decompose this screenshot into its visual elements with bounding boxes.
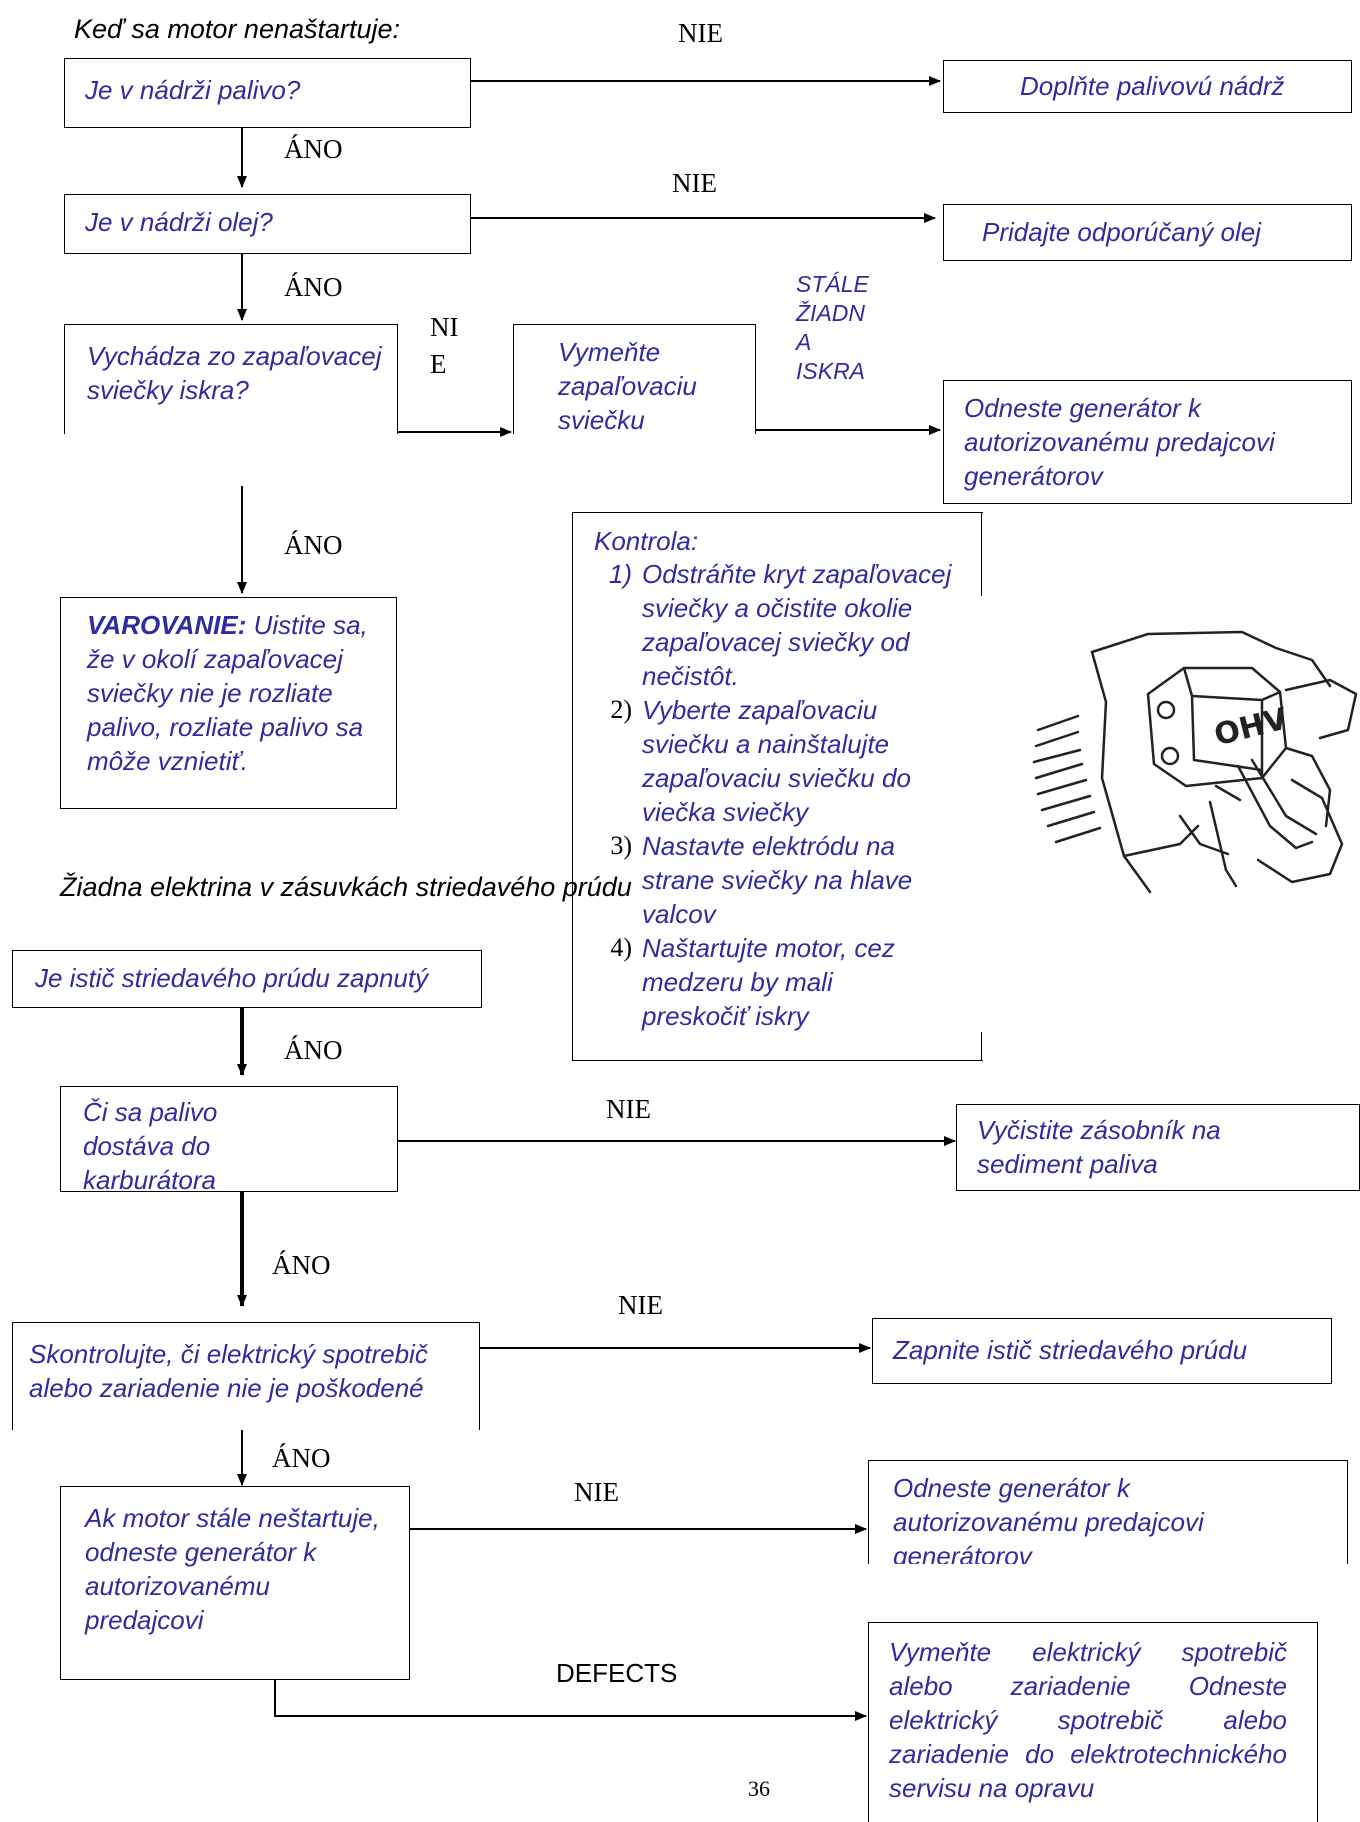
action-defects-box: Vymeňte elektrický spotrebič alebo zaria… [868, 1622, 1318, 1822]
label-e: E [430, 349, 447, 379]
label-nie: NIE [672, 168, 717, 198]
kontrola-box [572, 512, 983, 1061]
label-ano: ÁNO [284, 1035, 343, 1065]
label-ano: ÁNO [284, 134, 343, 164]
label-ano: ÁNO [272, 1443, 331, 1473]
page-number: 36 [748, 1776, 770, 1801]
engine-spark-plug-illustration: OHV [1032, 630, 1358, 894]
still-no-spark-label: STÁLE ŽIADN A ISKRA [796, 271, 869, 384]
question-spark-box: Vychádza zo zapaľovacej sviečky iskra? [64, 324, 398, 434]
label-ni: NI [430, 312, 459, 342]
label-nie: NIE [574, 1477, 619, 1507]
action-oil-box: Pridajte odporúčaný olej [943, 204, 1352, 261]
warning-text: Uistite sa, že v okolí zapaľovacej svieč… [87, 610, 368, 776]
kontrola-box-right-bottom [981, 1032, 982, 1060]
kontrola-item: 4) Naštartujte motor, cez medzeru by mal… [610, 933, 895, 1031]
kontrola-item: 2) Vyberte zapaľovaciu sviečku a nainšta… [610, 695, 911, 827]
question-appliance-box: Skontrolujte, či elektrický spotrebič al… [12, 1322, 480, 1430]
action-dealer-box: Odneste generátor k autorizovanému preda… [943, 380, 1352, 504]
action-fuel-box: Doplňte palivovú nádrž [943, 60, 1352, 113]
label-nie: NIE [606, 1094, 651, 1124]
label-ano: ÁNO [284, 272, 343, 302]
kontrola-box-right-top [981, 512, 982, 596]
label-ano: ÁNO [284, 530, 343, 560]
action-sediment-box: Vyčistite zásobník na sediment paliva [956, 1104, 1360, 1191]
kontrola-item: 3) Nastavte elektródu na strane sviečky … [610, 831, 913, 929]
engine-ohv-label: OHV [1211, 701, 1292, 753]
section-title-no-power: Žiadna elektrina v zásuvkách striedavého… [60, 872, 632, 902]
kontrola-item: 1) Odstráňte kryt zapaľovacej sviečky a … [608, 559, 952, 691]
label-ano: ÁNO [272, 1250, 331, 1280]
action-replace-plug-box: Vymeňte zapaľovaciu sviečku [513, 324, 756, 434]
question-still-not-starting-box: Ak motor stále neštartuje, odneste gener… [60, 1486, 410, 1680]
action-dealer-box-2: Odneste generátor k autorizovanému preda… [868, 1460, 1348, 1564]
warning-box: VAROVANIE: Uistite sa, že v okolí zapaľo… [60, 597, 397, 809]
label-nie: NIE [678, 18, 723, 48]
question-fuel-box: Je v nádrži palivo? [64, 58, 471, 128]
arrow-still-defects [274, 1680, 867, 1721]
kontrola-title: Kontrola: [594, 526, 699, 556]
kontrola-list: 1) Odstráňte kryt zapaľovacej sviečky a … [580, 557, 980, 1033]
section-title-engine: Keď sa motor nenaštartuje: [74, 14, 401, 44]
action-breaker-on-box: Zapnite istič striedavého prúdu [872, 1318, 1332, 1384]
question-breaker-box: Je istič striedavého prúdu zapnutý [12, 950, 482, 1008]
label-defects: DEFECTS [556, 1658, 678, 1688]
question-carburetor-box: Či sa palivo dostáva do karburátora [60, 1086, 398, 1192]
question-oil-box: Je v nádrži olej? [64, 194, 471, 254]
label-nie: NIE [618, 1290, 663, 1320]
warning-title: VAROVANIE: [87, 610, 247, 640]
